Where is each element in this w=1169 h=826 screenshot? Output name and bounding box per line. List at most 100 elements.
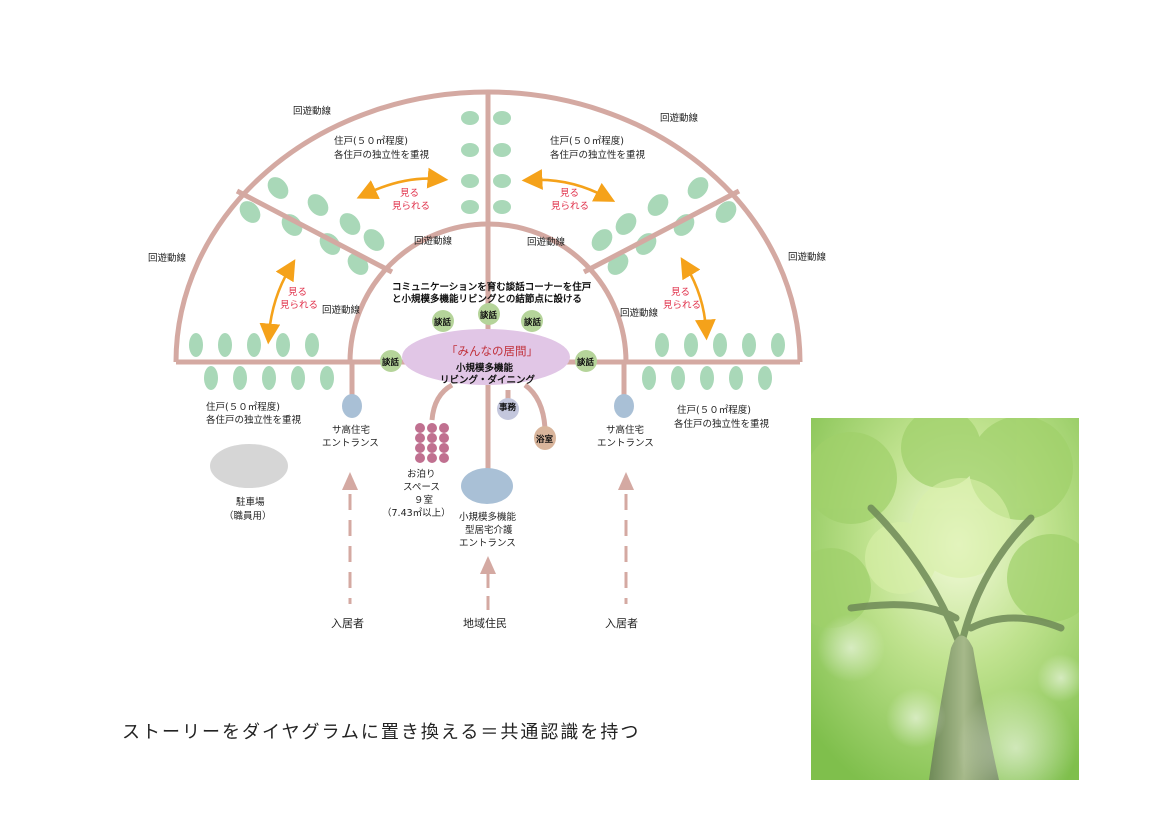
label-office: 事務	[499, 402, 517, 413]
see-arrow-top-right	[521, 169, 616, 202]
label-parking-1: 駐車場	[236, 496, 265, 508]
parking-area	[210, 444, 288, 488]
label-loop-inner-top-left: 回遊動線	[414, 235, 453, 247]
label-resident-right: 入居者	[605, 617, 638, 630]
label-dwelling-br-2: 各住戸の独立性を重視	[674, 418, 770, 430]
label-bath: 浴室	[536, 434, 554, 445]
sakou-entrance-right-node	[614, 394, 634, 418]
see-arrows	[259, 167, 716, 345]
label-see-r-1: 見る	[671, 287, 690, 298]
stay-room	[427, 423, 437, 433]
label-talk-5: 談話	[577, 357, 595, 368]
stay-room	[439, 443, 449, 453]
label-stay-2: スペース	[403, 482, 440, 493]
label-community: 地域住民	[463, 616, 507, 630]
stay-room	[415, 423, 425, 433]
leaf	[615, 213, 637, 235]
leaf-decorations	[189, 111, 785, 390]
see-arrow-right	[680, 257, 716, 341]
leaf	[655, 333, 669, 357]
community-arrowhead	[480, 556, 496, 574]
label-loop-top-right: 回遊動線	[660, 112, 699, 124]
leaf	[339, 213, 361, 235]
talk-nodes	[380, 303, 597, 372]
label-dwelling-tr-1: 住戸(５０㎡程度)	[550, 135, 624, 147]
label-sakou-r-2: エントランス	[597, 438, 654, 449]
label-parking-2: （職員用）	[224, 510, 272, 522]
label-dwelling-br-1: 住戸(５０㎡程度)	[677, 404, 751, 416]
label-living-1: 小規模多機能	[455, 362, 514, 374]
leaf	[715, 201, 737, 223]
label-talk-2: 談話	[480, 310, 498, 321]
leaf	[642, 366, 656, 390]
stay-room	[415, 453, 425, 463]
label-dwelling-bl-2: 各住戸の独立性を重視	[206, 414, 302, 426]
label-stay-4: （7.43㎡以上）	[382, 507, 451, 519]
branch-right-upper	[582, 188, 741, 275]
label-see-tr-2: 見られる	[551, 201, 589, 212]
leaf	[700, 366, 714, 390]
minna-no-ima-room	[402, 329, 570, 385]
label-loop-right: 回遊動線	[788, 251, 827, 263]
label-sakou-r-1: サ高住宅	[606, 424, 644, 436]
leaf	[461, 200, 479, 214]
leaf	[461, 143, 479, 157]
leaf	[320, 366, 334, 390]
stay-room	[439, 433, 449, 443]
label-loop-inner-top-right: 回遊動線	[527, 236, 566, 248]
leaf	[204, 366, 218, 390]
bath-node	[534, 426, 556, 450]
stay-room	[439, 423, 449, 433]
multi-entrance-node	[461, 468, 513, 504]
stay-room	[439, 453, 449, 463]
label-dwelling-tl-1: 住戸(５０㎡程度)	[334, 135, 408, 147]
label-see-tr-1: 見る	[560, 188, 579, 199]
label-multi-2: 型居宅介護	[465, 524, 513, 536]
stay-room	[415, 433, 425, 443]
branch-left-upper	[235, 188, 394, 275]
see-arrow-left	[259, 259, 296, 345]
leaf	[305, 333, 319, 357]
office-node	[497, 398, 519, 420]
branch-bath	[523, 382, 548, 429]
leaf	[247, 333, 261, 357]
label-multi-3: エントランス	[459, 538, 516, 549]
label-see-tl-2: 見られる	[392, 201, 430, 212]
resident-right-arrowhead	[618, 472, 634, 490]
leaf	[461, 111, 479, 125]
label-stay-1: お泊り	[407, 469, 436, 480]
label-see-r-2: 見られる	[663, 300, 701, 311]
leaf	[218, 333, 232, 357]
leaf	[291, 366, 305, 390]
leaf	[687, 177, 709, 199]
leaf	[276, 333, 290, 357]
label-stay-3: ９室	[414, 494, 433, 506]
label-loop-inner-right: 回遊動線	[620, 307, 659, 319]
leaf	[729, 366, 743, 390]
label-see-l-1: 見る	[288, 287, 307, 298]
label-loop-top-left: 回遊動線	[293, 105, 332, 117]
leaf	[713, 333, 727, 357]
diagram-caption: ストーリーをダイヤグラムに置き換える＝共通認識を持つ	[122, 722, 641, 743]
entry-arrows	[342, 472, 634, 612]
label-talk-3: 談話	[524, 317, 542, 328]
label-living-2: リビング・ダイニング	[440, 374, 536, 386]
branch-stay	[429, 382, 454, 421]
label-minna: 「みんなの居間」	[446, 344, 538, 358]
label-multi-1: 小規模多機能	[459, 511, 517, 523]
facility-structure	[173, 89, 803, 475]
leaf	[363, 229, 385, 251]
leaf	[493, 174, 511, 188]
leaf	[684, 333, 698, 357]
label-talk-1: 談話	[434, 317, 452, 328]
leaf	[493, 111, 511, 125]
stay-room	[427, 453, 437, 463]
leaf	[461, 174, 479, 188]
leaf	[742, 333, 756, 357]
label-see-l-2: 見られる	[280, 300, 318, 311]
label-comm-1: コミュニケーションを育む談話コーナーを住戸	[392, 281, 592, 293]
sakou-entrance-left-node	[342, 394, 362, 418]
stay-room	[427, 433, 437, 443]
label-resident-left: 入居者	[331, 617, 364, 630]
leaf	[758, 366, 772, 390]
